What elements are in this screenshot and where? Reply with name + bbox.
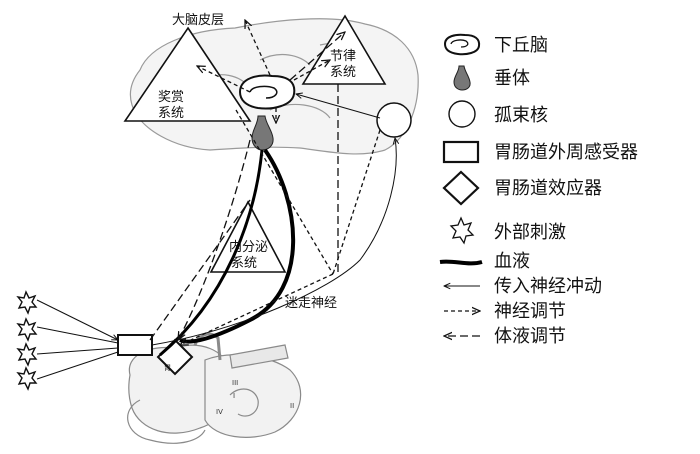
stimulus-stars: [16, 290, 38, 391]
endocrine-label-2: 系统: [231, 256, 257, 271]
legend-label-neural: 神经调节: [494, 301, 566, 322]
receptor-node: [117, 334, 153, 356]
neural-paths: [180, 20, 381, 345]
humoral-paths: [149, 32, 345, 340]
solitary-nucleus-icon: [376, 102, 412, 138]
legend-label-afferent: 传入神经冲动: [494, 276, 602, 297]
legend-label-blood: 血液: [494, 251, 530, 272]
blood-line: [179, 148, 296, 344]
blood-line-icon: [439, 259, 483, 266]
stimulus-star: [16, 290, 38, 315]
legend-label-stimulus: 外部刺激: [494, 222, 566, 243]
reward-label-2: 系统: [158, 106, 184, 121]
stimulus-star: [16, 317, 38, 342]
organ-label-1: III: [232, 379, 238, 387]
legend-label-receptor: 胃肠道外周感受器: [494, 142, 638, 163]
endocrine-system-triangle: [209, 200, 287, 273]
legend-label-solitary: 孤束核: [494, 105, 548, 126]
legend-label-hypothalamus: 下丘脑: [494, 35, 548, 56]
effector-icon: [442, 170, 480, 206]
pituitary-icon: [453, 65, 471, 91]
stimulus-star: [16, 366, 38, 391]
vagus-label: 迷走神经: [285, 296, 337, 311]
endocrine-label-1: 内分泌: [229, 239, 268, 255]
legend-label-humoral: 体液调节: [494, 326, 566, 347]
hypothalamus-node: [238, 74, 296, 110]
stomach-label: 胃: [164, 364, 171, 372]
stimulus-lines: [36, 299, 118, 380]
stimulus-star: [16, 342, 38, 367]
reward-label-1: 奖赏: [158, 90, 184, 105]
organ-label-2: I: [233, 392, 235, 400]
legend-label-pituitary: 垂体: [494, 68, 530, 89]
legend: 下丘脑 垂体 孤束核 胃肠道外周感受器 胃肠道效应器 外部刺激 血液 传入神经冲…: [439, 33, 638, 347]
legend-label-effector: 胃肠道效应器: [494, 178, 602, 199]
stimulus-icon: [449, 216, 475, 245]
rhythm-label-2: 系统: [330, 65, 356, 80]
pituitary-node: [251, 115, 274, 151]
organ-label-3: IV: [216, 408, 223, 416]
digestive-organs: [127, 332, 302, 444]
receptor-icon: [442, 140, 480, 164]
hypothalamus-icon: [443, 33, 481, 56]
solitary-nucleus-icon: [448, 100, 476, 128]
reward-system-triangle: [123, 26, 252, 122]
afferent-paths: [151, 94, 396, 346]
organ-label-4: II: [290, 402, 294, 410]
rhythm-label-1: 节律: [330, 49, 356, 64]
cortex-label: 大脑皮层: [172, 13, 224, 28]
